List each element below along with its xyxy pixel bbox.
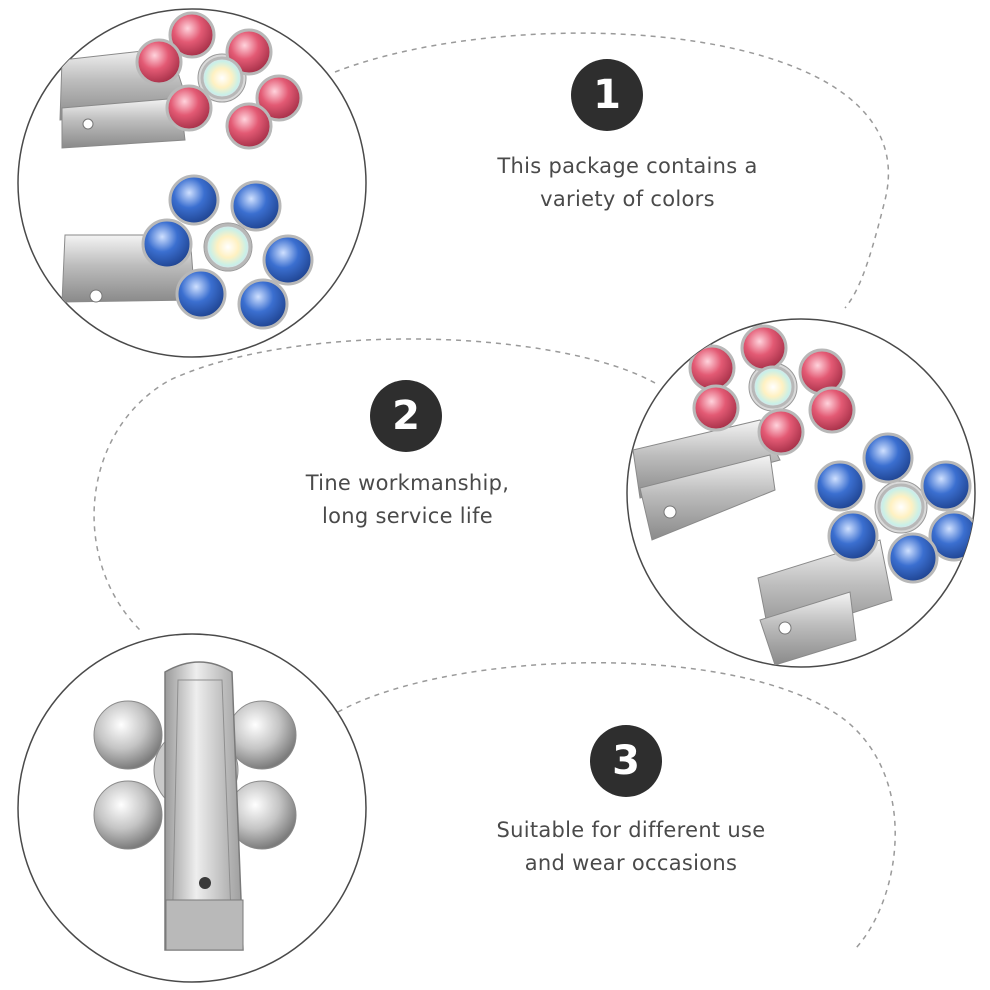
dashed-connector-3 bbox=[337, 662, 896, 949]
blue-flower-clip-image bbox=[141, 174, 314, 330]
step-3-badge: 3 bbox=[590, 725, 662, 797]
feature-2-caption: Tine workmanship, long service life bbox=[270, 467, 545, 533]
feature-1-caption: This package contains a variety of color… bbox=[470, 150, 785, 216]
feature-3-line-2: and wear occasions bbox=[524, 851, 738, 875]
dashed-connector-2 bbox=[93, 338, 656, 631]
pink-flower-clip-image bbox=[17, 8, 367, 358]
step-2-badge: 2 bbox=[370, 380, 442, 452]
flower-clips-side-image bbox=[626, 318, 976, 668]
feature-1-line-2: variety of colors bbox=[540, 187, 715, 211]
clip-back-image bbox=[17, 633, 367, 983]
step-1-badge: 1 bbox=[571, 59, 643, 131]
feature-1-line-1: This package contains a bbox=[497, 154, 758, 178]
feature-2-line-1: Tine workmanship, bbox=[305, 471, 510, 495]
feature-3-line-1: Suitable for different use bbox=[496, 818, 766, 842]
feature-2-line-2: long service life bbox=[322, 504, 493, 528]
feature-3-caption: Suitable for different use and wear occa… bbox=[470, 814, 792, 880]
dashed-connector-1 bbox=[334, 32, 889, 309]
